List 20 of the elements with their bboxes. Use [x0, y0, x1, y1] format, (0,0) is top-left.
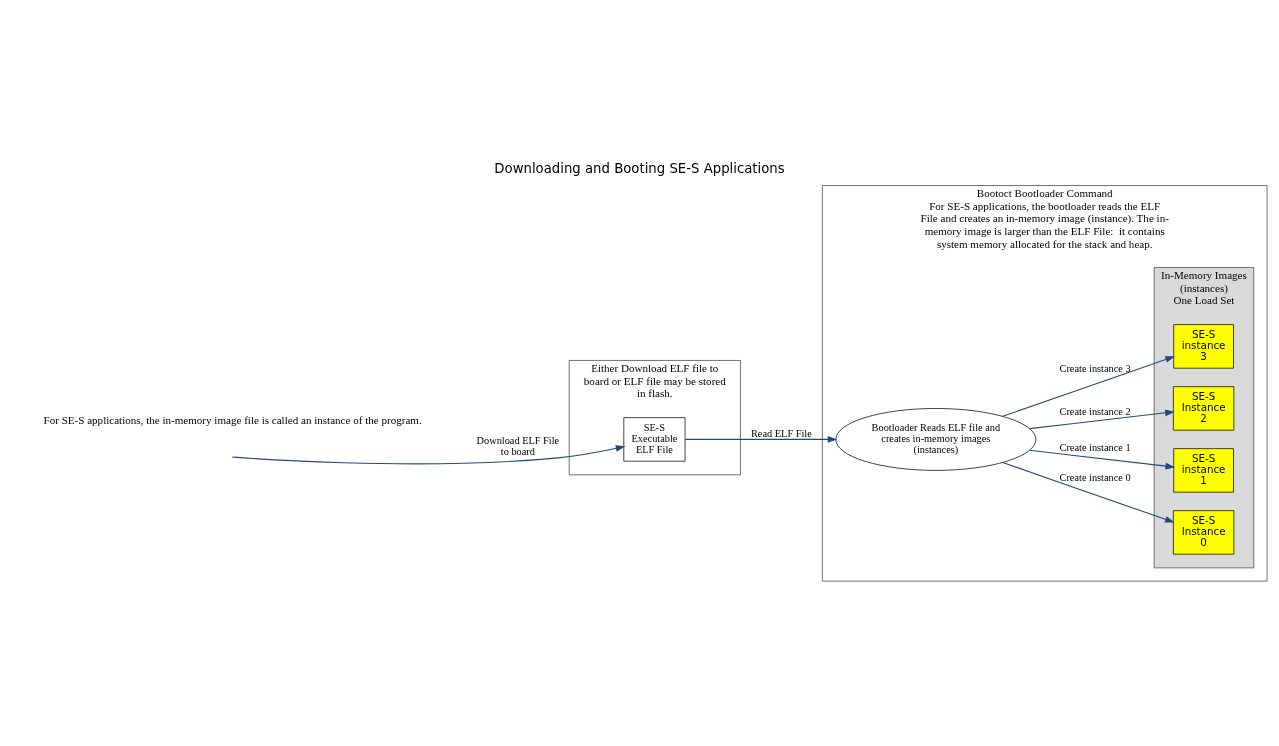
edge-label: Download ELF File to board [476, 435, 560, 458]
label: For SE-S applications, the in-memory image file is called an instance of the program. [43, 414, 422, 427]
node-box: SE-S instance 3 [1173, 324, 1234, 369]
arrow [1029, 449, 1176, 470]
edge-label: Create instance 2 [1059, 406, 1131, 418]
edge-label: Create instance 0 [1059, 471, 1131, 483]
edge-label: Create instance 1 [1059, 442, 1131, 454]
edge-label: Read ELF File [750, 427, 812, 439]
node-box: SE-S instance 1 [1173, 448, 1234, 493]
edge-label: Create instance 3 [1059, 362, 1131, 374]
arrow [1002, 462, 1175, 523]
arrow [1029, 409, 1175, 430]
node-box: SE-S Instance 2 [1172, 386, 1235, 431]
arrow [232, 445, 626, 465]
arrow [1002, 356, 1175, 417]
diagram-title: Downloading and Booting SE-S Applications [494, 160, 785, 176]
arrow [684, 436, 838, 443]
node-box: SE-S Executable ELF File [623, 417, 686, 462]
node-ellipse: Bootloader Reads ELF file and creates in-memory images (instances) [835, 408, 1037, 471]
node-box: SE-S Instance 0 [1172, 510, 1235, 555]
